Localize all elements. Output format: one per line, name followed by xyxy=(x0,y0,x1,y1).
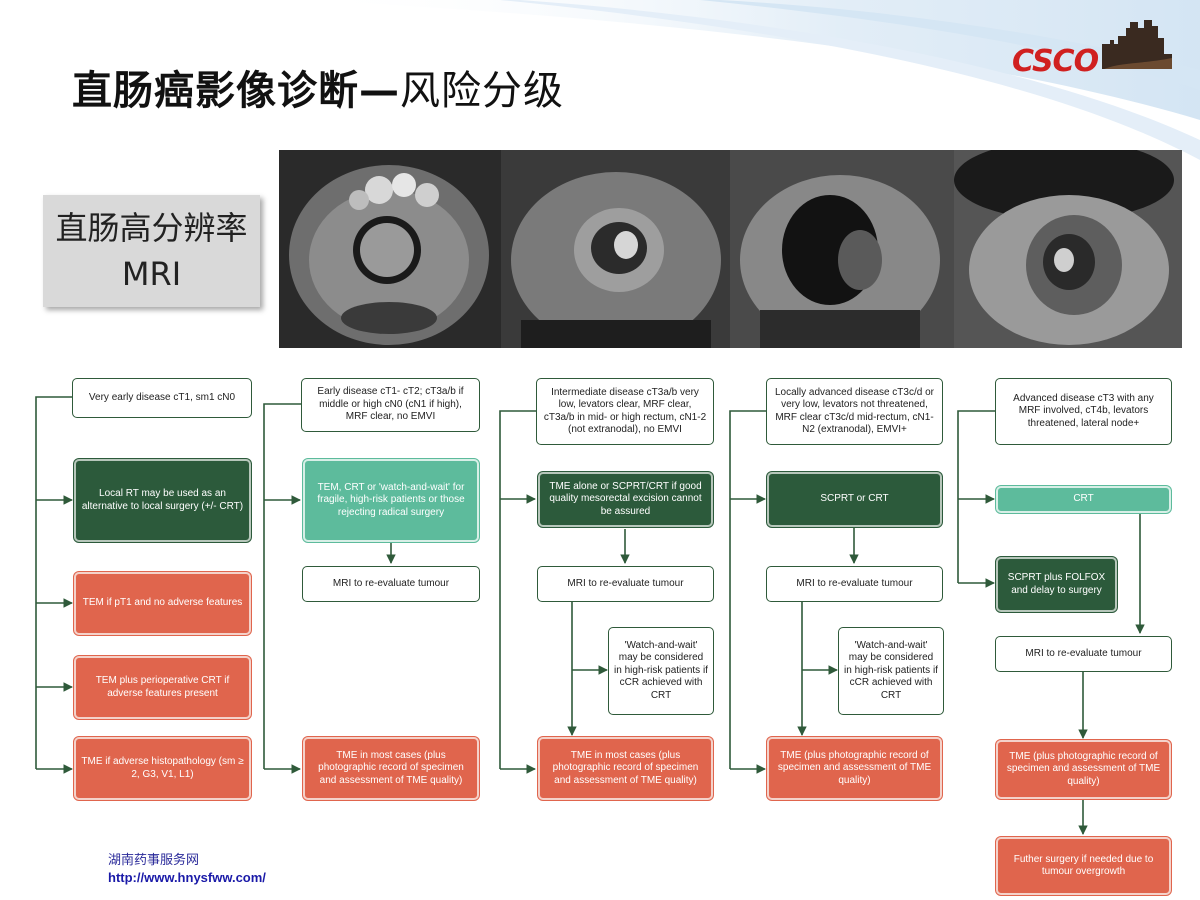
mri-image-3 xyxy=(730,150,954,348)
box-mri-reevaluate: MRI to re-evaluate tumour xyxy=(302,566,480,602)
box-mri-reevaluate: MRI to re-evaluate tumour xyxy=(766,566,943,602)
great-wall-icon xyxy=(1102,20,1172,69)
box-scprt-or-crt: SCPRT or CRT xyxy=(767,472,942,527)
mri-image-2 xyxy=(501,150,730,348)
box-tme-photographic-record: TME (plus photographic record of specime… xyxy=(767,737,942,800)
title-bold: 直肠癌影像诊断— xyxy=(72,68,400,114)
box-mri-reevaluate: MRI to re-evaluate tumour xyxy=(537,566,714,602)
box-tem-pt1: TEM if pT1 and no adverse features xyxy=(74,572,251,635)
header-very-early-disease: Very early disease cT1, sm1 cN0 xyxy=(72,378,252,418)
box-crt: CRT xyxy=(996,486,1171,513)
box-tem-perioperative-crt: TEM plus perioperative CRT if adverse fe… xyxy=(74,656,251,719)
header-locally-advanced-disease: Locally advanced disease cT3c/d or very … xyxy=(766,378,943,445)
page-title: 直肠癌影像诊断—风险分级 xyxy=(72,58,564,116)
box-tme-most-cases: TME in most cases (plus photographic rec… xyxy=(538,737,713,800)
header-early-disease: Early disease cT1- cT2; cT3a/b if middle… xyxy=(301,378,480,432)
box-watch-and-wait: 'Watch-and-wait' may be considered in hi… xyxy=(838,627,944,715)
source-attribution: 湖南药事服务网 http://www.hnysfww.com/ xyxy=(108,852,266,886)
box-scprt-plus-folfox: SCPRT plus FOLFOX and delay to surgery xyxy=(996,557,1117,612)
box-further-surgery: Futher surgery if needed due to tumour o… xyxy=(996,837,1171,895)
box-tme-most-cases: TME in most cases (plus photographic rec… xyxy=(303,737,479,800)
header-advanced-disease: Advanced disease cT3 with any MRF involv… xyxy=(995,378,1172,445)
source-url-link[interactable]: http://www.hnysfww.com/ xyxy=(108,870,266,885)
box-tme-photographic-record: TME (plus photographic record of specime… xyxy=(996,740,1171,799)
mri-label: 直肠高分辨率MRI xyxy=(43,195,260,307)
header-intermediate-disease: Intermediate disease cT3a/b very low, le… xyxy=(536,378,714,445)
box-tme-adverse-histopathology: TME if adverse histopathology (sm ≥ 2, G… xyxy=(74,737,251,800)
source-site-name: 湖南药事服务网 xyxy=(108,853,200,868)
title-light: 风险分级 xyxy=(400,68,564,114)
box-tme-alone-or-scprt: TME alone or SCPRT/CRT if good quality m… xyxy=(538,472,713,527)
mri-image-4 xyxy=(954,150,1182,348)
box-local-rt: Local RT may be used as an alternative t… xyxy=(74,459,251,542)
mri-image-1 xyxy=(279,150,501,348)
logo-text: CSCO xyxy=(1012,44,1099,79)
box-watch-and-wait: 'Watch-and-wait' may be considered in hi… xyxy=(608,627,714,715)
csco-logo: CSCO xyxy=(1012,14,1177,84)
box-tem-crt-watch-wait: TEM, CRT or 'watch-and-wait' for fragile… xyxy=(303,459,479,542)
box-mri-reevaluate: MRI to re-evaluate tumour xyxy=(995,636,1172,672)
